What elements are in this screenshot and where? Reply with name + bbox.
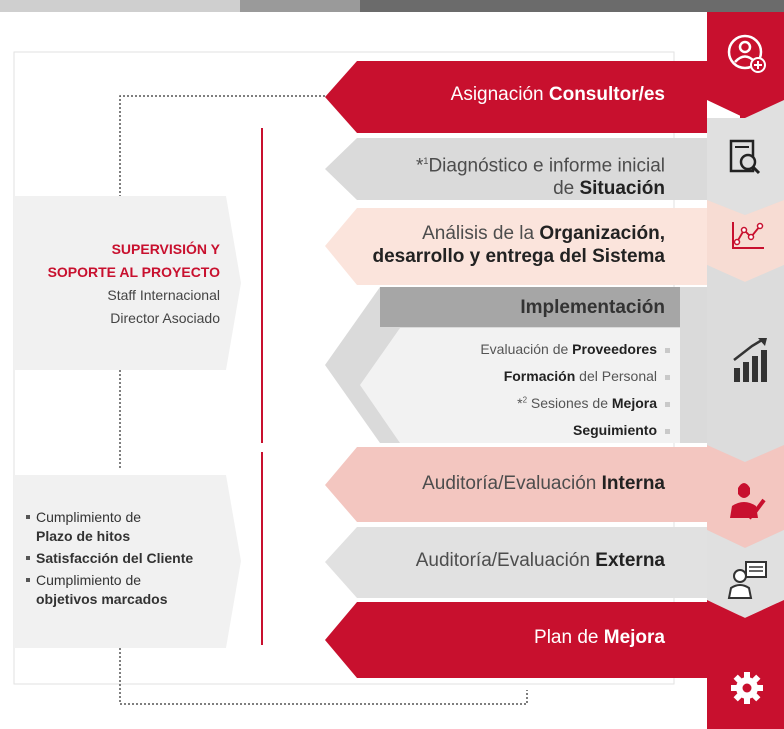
icon-tab-3 <box>707 200 784 282</box>
supervision-text: SUPERVISIÓN Y SOPORTE AL PROYECTO Staff … <box>20 238 220 330</box>
step-7-bold: Mejora <box>603 627 665 648</box>
document-search-icon <box>729 139 761 175</box>
objective-3-text: Cumplimiento de <box>36 572 142 588</box>
step-3-bold2: desarrollo y entrega del Sistema <box>372 246 665 267</box>
bar-chart-growth-icon <box>733 338 767 382</box>
step-4-substeps-area <box>360 328 680 443</box>
dotted-connector-top <box>119 95 330 205</box>
step-3-label: Análisis de la Organización, desarrollo … <box>372 222 665 268</box>
substep-formacion: Formación del Personal <box>504 368 670 384</box>
substep-proveedores: Evaluación de Proveedores <box>480 341 670 357</box>
consultant-writing-icon <box>730 483 766 520</box>
icon-tab-7 <box>707 600 784 729</box>
step-2-line1: Diagnóstico e informe inicial <box>428 155 665 177</box>
substep-1-text: Evaluación de <box>480 341 573 357</box>
objective-1-text: Cumplimiento de <box>36 509 142 525</box>
step-5-text: Auditoría/Evaluación <box>422 473 602 494</box>
substep-sesiones: *2 Sesiones de Mejora <box>517 395 670 411</box>
substep-3-note-number: 2 <box>522 395 528 405</box>
step-7-shape <box>325 602 707 678</box>
objective-item-3: Cumplimiento de objetivos marcados <box>26 571 226 609</box>
substep-4-bold: Seguimiento <box>572 422 657 438</box>
supervision-panel <box>14 196 241 370</box>
step-6-bold: Externa <box>595 550 665 571</box>
objective-1-bold: Plazo de hitos <box>36 528 131 544</box>
objectives-list: Cumplimiento de Plazo de hitos Satisfacc… <box>26 508 226 612</box>
substep-3-bold: Mejora <box>611 395 657 411</box>
step-7-label: Plan de Mejora <box>534 627 665 649</box>
user-add-icon <box>727 34 766 73</box>
step-2-note-number: 1 <box>423 156 429 166</box>
objective-3-bold: objetivos marcados <box>36 591 168 607</box>
gear-icon <box>731 672 763 704</box>
objective-item-2: Satisfacción del Cliente <box>26 549 226 568</box>
step-2-label: *1Diagnóstico e informe inicial de Situa… <box>416 150 665 200</box>
step-3-bold1: Organización, <box>539 223 665 244</box>
step-4-title: Implementación <box>520 297 665 318</box>
step-6-shape <box>325 527 707 598</box>
substep-seguimiento: Seguimiento <box>573 422 670 438</box>
objectives-panel <box>14 475 241 648</box>
substep-1-bold: Proveedores <box>572 341 657 357</box>
supervision-director: Director Asociado <box>110 310 220 326</box>
supervision-title-2: SOPORTE AL PROYECTO <box>47 264 220 280</box>
icon-tab-1 <box>707 12 784 118</box>
step-1-text: Asignación <box>450 84 549 105</box>
supervision-staff: Staff Internacional <box>107 287 220 303</box>
substep-3-asterisk: * <box>517 395 523 411</box>
dotted-connector-bottom <box>119 648 528 705</box>
step-2-bold: Situación <box>579 178 665 200</box>
step-6-text: Auditoría/Evaluación <box>415 550 596 571</box>
step-7-text: Plan de <box>534 627 604 648</box>
step-4-header <box>380 287 680 327</box>
substep-2-bold: Formación <box>503 368 576 384</box>
step-2-line2: de <box>553 178 580 200</box>
objective-item-1: Cumplimiento de Plazo de hitos <box>26 508 226 546</box>
step-2-shape <box>325 138 707 200</box>
substep-3-text: Sesiones de <box>527 395 612 411</box>
presenter-board-icon <box>727 561 767 599</box>
supervision-title-1: SUPERVISIÓN Y <box>111 241 220 257</box>
substep-2-text: del Personal <box>575 368 657 384</box>
step-1-bold: Consultor/es <box>548 84 665 105</box>
step-3-shape <box>325 208 707 285</box>
step-2-asterisk: * <box>416 155 424 177</box>
step-5-bold: Interna <box>601 473 665 494</box>
step-6-label: Auditoría/Evaluación Externa <box>416 550 665 572</box>
line-chart-icon <box>732 222 764 249</box>
step-5-shape <box>325 447 707 522</box>
step-3-line1: Análisis de la <box>422 223 540 244</box>
step-1-label: Asignación Consultor/es <box>451 84 665 106</box>
step-5-label: Auditoría/Evaluación Interna <box>422 473 665 495</box>
step-1-shape <box>325 61 707 133</box>
